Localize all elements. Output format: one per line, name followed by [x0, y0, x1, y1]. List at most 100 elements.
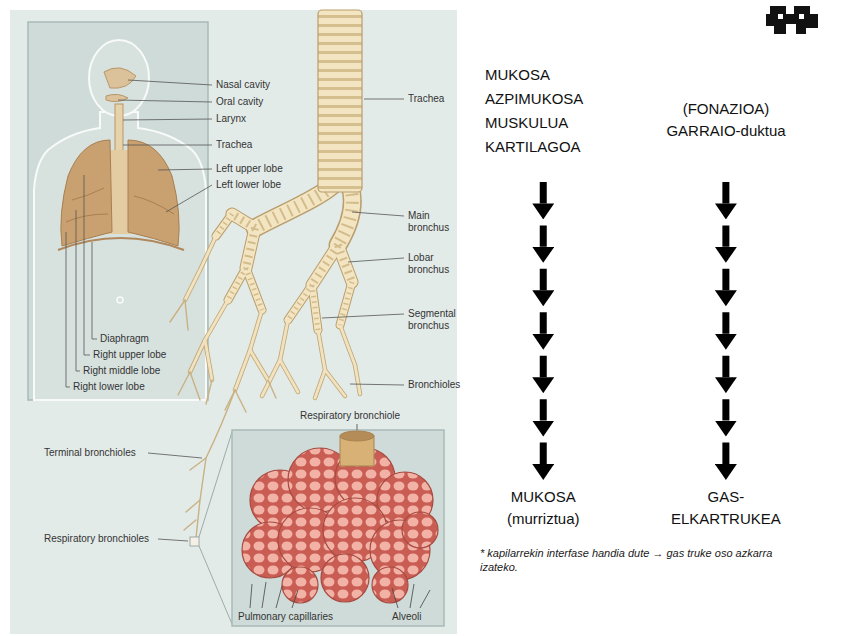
leader-line — [276, 586, 282, 608]
node-text: MUKOSA (murriztua) — [507, 486, 580, 530]
bronchus-fill — [216, 214, 352, 330]
zoom-line — [199, 546, 232, 624]
trachea-tube — [318, 10, 362, 192]
zoom-square — [190, 537, 199, 546]
part-label: Bronchioles — [408, 379, 460, 391]
leader-line — [410, 584, 414, 608]
leader-line — [158, 169, 212, 170]
alveolus — [282, 567, 318, 603]
lung-fissure — [134, 196, 174, 214]
leader-line — [128, 80, 212, 85]
twig — [190, 372, 200, 400]
bronchus-outline — [255, 186, 352, 245]
part-label: Larynx — [216, 113, 246, 125]
logo-cutout — [799, 14, 804, 19]
leader-line — [166, 185, 212, 212]
part-label: Respiratory bronchiole — [300, 410, 400, 422]
leader-line — [123, 145, 212, 146]
lung-fissure — [66, 214, 108, 222]
inset-frame — [28, 22, 208, 400]
navel-mark — [117, 297, 123, 303]
body-silhouette — [34, 112, 206, 400]
inset-frame — [232, 430, 444, 626]
part-label: Diaphragm — [100, 333, 149, 345]
leader-line — [392, 588, 398, 608]
part-label: Respiratory bronchioles — [44, 533, 149, 545]
leader-line — [66, 232, 70, 387]
terminal-bronchiole-line — [196, 390, 235, 538]
part-label: Main bronchus — [408, 210, 449, 234]
university-logo — [766, 6, 818, 34]
part-label: Left lower lobe — [216, 179, 281, 191]
twig — [185, 300, 188, 330]
layer-list: MUKOSA AZPIMUKOSA MUSKULUA KARTILAGOA — [479, 57, 589, 165]
layer-list: MUKOSA (murriztua) — [501, 480, 586, 536]
leader-line — [158, 539, 188, 541]
part-label: Trachea — [216, 139, 252, 151]
leader-line — [292, 590, 298, 608]
part-label: Segmental bronchus — [408, 308, 456, 332]
twig — [186, 500, 200, 512]
node-text: MUKOSA AZPIMUKOSA MUSKULUA KARTILAGOA — [485, 63, 583, 159]
leader-line — [262, 582, 266, 608]
leader-line — [76, 210, 80, 371]
twig — [190, 458, 206, 470]
node-text: (FONAZIOA) GARRAIO-duktua — [651, 98, 801, 142]
leader-line — [148, 453, 202, 458]
lung-fissure — [72, 188, 104, 200]
leader-line — [364, 99, 404, 100]
panel-ground — [10, 10, 457, 634]
twig — [184, 520, 196, 530]
leader-line — [350, 384, 404, 385]
leader-line — [348, 258, 404, 262]
part-label: Nasal cavity — [216, 79, 270, 91]
right-lung-shape — [61, 140, 112, 246]
bronchiole-fill — [185, 236, 360, 398]
zoom-line — [199, 432, 232, 537]
respiratory-bronchiole-opening — [340, 431, 374, 441]
arrow-connector — [540, 165, 547, 480]
alveolus — [402, 512, 438, 548]
bronchus-rings — [255, 186, 352, 245]
handwritten-note: * kapilarrekin interfase handia dute → g… — [480, 546, 810, 574]
part-label: Pulmonary capillaries — [238, 611, 333, 623]
bronchus-rings — [232, 214, 352, 285]
leader-line — [118, 100, 212, 102]
function-text: (FONAZIOA) GARRAIO-duktua — [645, 92, 807, 148]
function-text: GAS- ELKARTRUKEA — [665, 480, 787, 536]
bronchus-outline — [216, 214, 352, 330]
leader-line — [123, 119, 212, 120]
part-label: Terminal bronchioles — [44, 447, 136, 459]
leader-line — [250, 584, 252, 608]
part-label: Trachea — [408, 93, 444, 105]
part-label: Oral cavity — [216, 96, 263, 108]
part-label: Alveoli — [392, 611, 421, 623]
nasal-cavity-shape — [104, 68, 136, 88]
twig — [170, 300, 185, 322]
leader-line — [420, 590, 430, 608]
twig — [178, 372, 190, 395]
node-text: GAS- ELKARTRUKEA — [671, 486, 781, 530]
leader-line — [352, 212, 404, 216]
bronchus-fill — [255, 186, 352, 245]
left-lung-shape — [128, 140, 179, 246]
twig — [206, 380, 212, 404]
leader-line — [84, 175, 90, 355]
part-label: Lobar bronchus — [408, 252, 449, 276]
part-label: Left upper lobe — [216, 163, 283, 175]
part-label: Right lower lobe — [73, 381, 145, 393]
part-label: Right upper lobe — [93, 349, 166, 361]
leader-line — [357, 424, 358, 430]
arrow-connector — [722, 148, 729, 480]
part-label: Right middle lobe — [83, 365, 160, 377]
twig — [235, 390, 246, 412]
diaphragm-line — [58, 238, 184, 250]
alveolus — [321, 554, 369, 602]
leader-line — [92, 242, 97, 339]
logo-cutout — [778, 14, 783, 19]
bronchus-rings — [216, 214, 352, 330]
twig — [268, 380, 276, 398]
alveolus — [372, 567, 408, 603]
